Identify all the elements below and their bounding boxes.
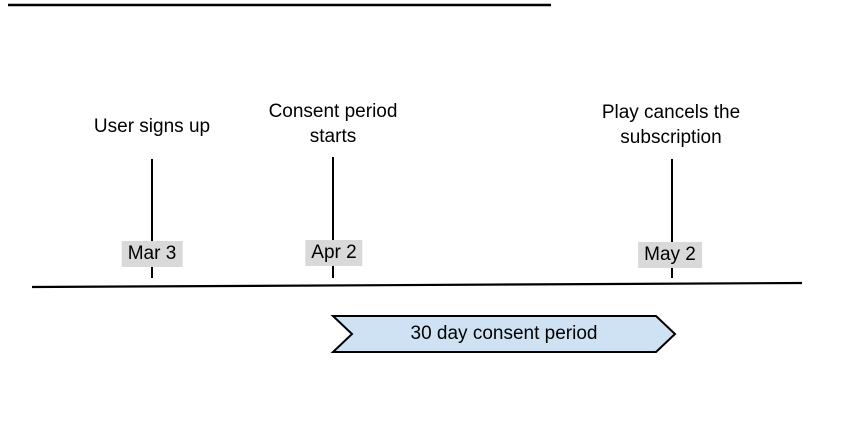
event-label-consent-start: Consent period starts — [268, 101, 398, 147]
event-label-signup: User signs up — [93, 116, 211, 137]
date-chip-may-2: May 2 — [638, 242, 702, 268]
event-label-cancel: Play cancels the subscription — [601, 102, 741, 148]
timeline-axis — [31, 281, 803, 289]
ribbon-label: 30 day consent period — [410, 323, 598, 344]
date-chip-apr-2: Apr 2 — [305, 240, 363, 266]
date-chip-mar-3: Mar 3 — [121, 241, 183, 267]
consent-period-ribbon — [330, 315, 677, 353]
